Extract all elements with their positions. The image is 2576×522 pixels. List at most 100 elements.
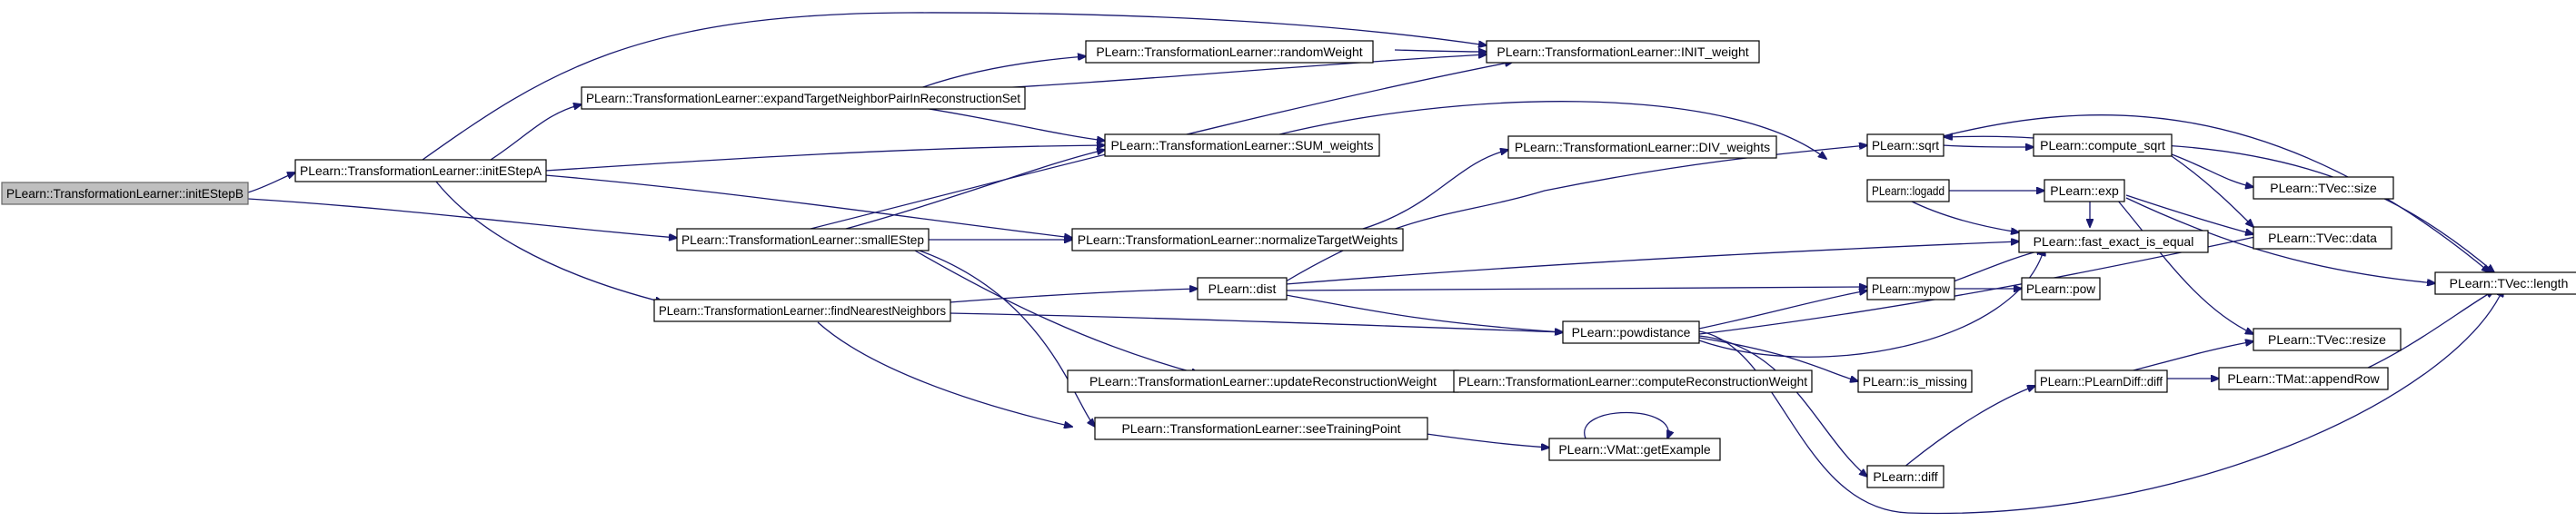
node-box: [2033, 133, 2173, 157]
node-mypow[interactable]: PLearn::mypow: [1866, 277, 1955, 300]
edge-exp-TVec_length: [2125, 197, 2435, 283]
node-label: PLearn::TransformationLearner::expandTar…: [586, 91, 1020, 105]
node-TMat_appendRow[interactable]: PLearn::TMat::appendRow: [2218, 367, 2389, 390]
node-is_missing[interactable]: PLearn::is_missing: [1857, 369, 1973, 393]
node-TVec_length[interactable]: PLearn::TVec::length: [2434, 271, 2576, 295]
node-box: [1866, 133, 1944, 157]
edge-initEStepA-SUM_weights: [544, 145, 1105, 172]
node-box: [1507, 135, 1777, 159]
node-label: PLearn::TransformationLearner::DIV_weigh…: [1515, 140, 1770, 154]
node-box: [1094, 417, 1428, 440]
node-box: [2253, 226, 2392, 250]
node-box: [1866, 277, 1955, 300]
edge-sqrt-compute_sqrt: [1942, 145, 2034, 147]
node-DIV_weights[interactable]: PLearn::TransformationLearner::DIV_weigh…: [1507, 135, 1777, 159]
node-TVec_resize[interactable]: PLearn::TVec::resize: [2253, 328, 2402, 351]
edge-compute_sqrt-sqrt: [1944, 136, 2034, 138]
edge-normalizeTW-DIV_weights: [1353, 150, 1508, 232]
node-smallEStep[interactable]: PLearn::TransformationLearner::smallESte…: [676, 228, 930, 251]
node-computeRW[interactable]: PLearn::TransformationLearner::computeRe…: [1453, 369, 1813, 393]
node-box: [1857, 369, 1973, 393]
node-logadd[interactable]: PLearn::logadd: [1866, 179, 1950, 202]
edge-dist-powdistance: [1285, 294, 1563, 332]
node-box: [1562, 320, 1700, 344]
node-label: PLearn::TransformationLearner::initEStep…: [6, 186, 244, 201]
node-label: PLearn::TransformationLearner::smallESte…: [681, 232, 924, 247]
node-label: PLearn::TransformationLearner::seeTraini…: [1121, 421, 1400, 436]
edge-compute_sqrt-TVec_size: [2171, 153, 2253, 187]
edge-powdistance-mypow: [1698, 291, 1867, 330]
node-sqrt[interactable]: PLearn::sqrt: [1866, 133, 1944, 157]
node-label: PLearn::pow: [2026, 281, 2096, 296]
edge-findNN-seeTP: [817, 321, 1072, 427]
node-box: [1071, 228, 1404, 251]
node-box: [2044, 179, 2125, 202]
node-label: PLearn::logadd: [1872, 183, 1944, 198]
node-compute_sqrt[interactable]: PLearn::compute_sqrt: [2033, 133, 2173, 157]
call-nodes: PLearn::TransformationLearner::initEStep…: [1, 40, 2576, 488]
node-label: PLearn::TVec::resize: [2268, 332, 2386, 347]
node-exp[interactable]: PLearn::exp: [2044, 179, 2125, 202]
node-box: [1866, 179, 1950, 202]
node-label: PLearn::TransformationLearner::computeRe…: [1458, 374, 1807, 389]
node-label: PLearn::compute_sqrt: [2040, 138, 2165, 153]
edge-findNN-powdistance: [949, 312, 1563, 332]
node-fast_exact[interactable]: PLearn::fast_exact_is_equal: [2018, 230, 2209, 253]
node-seeTP[interactable]: PLearn::TransformationLearner::seeTraini…: [1094, 417, 1428, 440]
node-dist[interactable]: PLearn::dist: [1197, 277, 1288, 300]
edge-exp-TVec_resize: [2116, 199, 2253, 334]
node-getExample[interactable]: PLearn::VMat::getExample: [1548, 438, 1721, 461]
edge-initEStepA-expandTNP: [490, 104, 582, 161]
edge-powdistance-diff: [1698, 335, 1867, 477]
node-box: [2218, 367, 2389, 390]
edge-logadd-fast_exact: [1907, 199, 2019, 232]
node-label: PLearn::TransformationLearner::normalize…: [1078, 232, 1398, 247]
node-label: PLearn::TransformationLearner::INIT_weig…: [1497, 44, 1748, 59]
edge-initEStepB-initEStepA: [247, 172, 295, 193]
edge-randomWeight-INIT_weight: [1394, 50, 1487, 52]
node-label: PLearn::TVec::data: [2268, 231, 2377, 245]
node-findNN[interactable]: PLearn::TransformationLearner::findNeare…: [653, 299, 951, 322]
edge-smallEStep-updateRW: [908, 246, 1199, 374]
edge-compute_sqrt-TVec_length: [2162, 144, 2494, 272]
node-label: PLearn::TransformationLearner::randomWei…: [1096, 44, 1362, 59]
node-box: [2018, 230, 2209, 253]
node-label: PLearn::TransformationLearner::updateRec…: [1089, 374, 1437, 389]
node-initEStepA[interactable]: PLearn::TransformationLearner::initEStep…: [294, 159, 547, 182]
node-SUM_weights[interactable]: PLearn::TransformationLearner::SUM_weigh…: [1104, 133, 1380, 157]
node-pow[interactable]: PLearn::pow: [2021, 277, 2101, 300]
node-box: [581, 86, 1026, 110]
node-box: [1104, 133, 1380, 157]
edge-SUM_weights-logadd: [1271, 101, 1826, 159]
node-box: [2434, 271, 2576, 295]
node-diff[interactable]: PLearn::diff: [1866, 465, 1944, 488]
edge-dist-fast_exact: [1285, 241, 2019, 285]
node-box: [1197, 277, 1288, 300]
node-label: PLearn::fast_exact_is_equal: [2034, 234, 2194, 249]
node-label: PLearn::mypow: [1872, 281, 1951, 296]
edge-exp-TVec_data: [2125, 194, 2253, 234]
node-updateRW[interactable]: PLearn::TransformationLearner::updateRec…: [1067, 369, 1459, 393]
node-box: [1866, 465, 1944, 488]
node-box: [2253, 176, 2394, 200]
node-TVec_data[interactable]: PLearn::TVec::data: [2253, 226, 2392, 250]
node-randomWeight[interactable]: PLearn::TransformationLearner::randomWei…: [1085, 40, 1374, 64]
node-powdistance[interactable]: PLearn::powdistance: [1562, 320, 1700, 344]
edge-findNN-dist: [949, 289, 1198, 303]
edge-smallEStep-seeTP: [908, 246, 1095, 427]
node-TVec_size[interactable]: PLearn::TVec::size: [2253, 176, 2394, 200]
node-INIT_weight[interactable]: PLearn::TransformationLearner::INIT_weig…: [1486, 40, 1760, 64]
node-box: [1067, 369, 1459, 393]
node-box: [1085, 40, 1374, 64]
node-label: PLearn::TVec::size: [2270, 181, 2377, 195]
node-box: [1486, 40, 1760, 64]
node-box: [294, 159, 547, 182]
node-PLearnDiff[interactable]: PLearn::PLearnDiff::diff: [2034, 369, 2168, 393]
node-box: [2034, 369, 2168, 393]
node-label: PLearn::powdistance: [1572, 325, 1691, 340]
node-box: [2253, 328, 2402, 351]
node-normalizeTW[interactable]: PLearn::TransformationLearner::normalize…: [1071, 228, 1404, 251]
node-initEStepB[interactable]: PLearn::TransformationLearner::initEStep…: [1, 182, 249, 205]
node-expandTNP[interactable]: PLearn::TransformationLearner::expandTar…: [581, 86, 1026, 110]
